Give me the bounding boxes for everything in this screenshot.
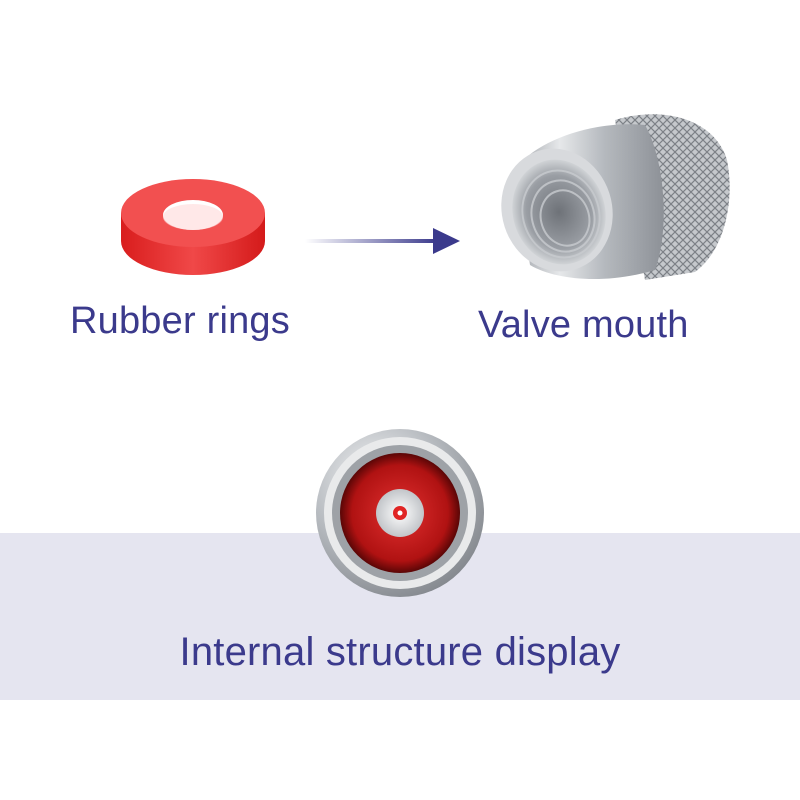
valve-mouth-label: Valve mouth — [478, 304, 689, 346]
internal-structure-image — [316, 429, 484, 597]
valve-cap-image — [501, 114, 730, 280]
rubber-ring-image — [121, 179, 265, 275]
internal-structure-label: Internal structure display — [179, 630, 621, 674]
arrow-icon — [305, 228, 460, 254]
rubber-rings-label: Rubber rings — [70, 300, 290, 342]
